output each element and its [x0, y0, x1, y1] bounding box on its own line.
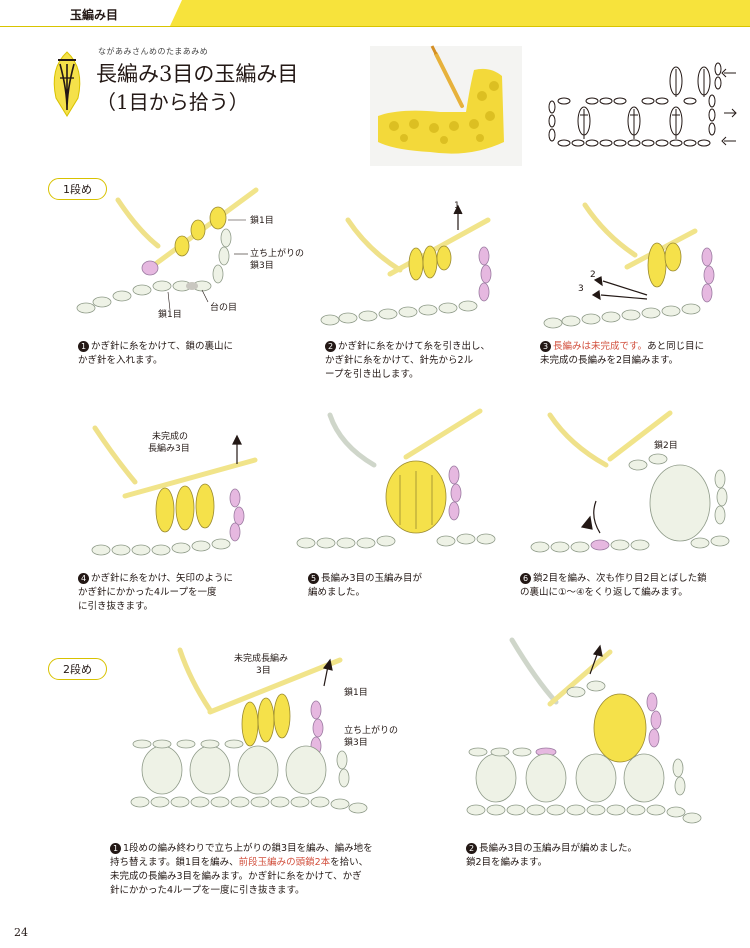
row2-step1-illustration — [130, 647, 368, 814]
row2-step2-illustration — [466, 637, 702, 824]
page-title: 長編み3目の玉編み目 — [96, 62, 299, 86]
row2-step1-label-turning-b: 鎖3目 — [344, 738, 368, 748]
header-bar — [0, 0, 750, 26]
step4-number: 4 — [78, 573, 89, 584]
step4-label-unfinished-b: 長編み3目 — [148, 444, 190, 454]
swatch-photo — [370, 45, 522, 166]
step1-label-chain1b: 鎖1目 — [158, 310, 182, 320]
row2-step1-label-chain1: 鎖1目 — [344, 688, 368, 698]
section-label: 玉編み目 — [70, 8, 119, 22]
page-number: 24 — [14, 926, 28, 939]
step1-label-turning-a: 立ち上がりの — [250, 249, 305, 259]
step4-label-unfinished-a: 未完成の — [152, 432, 189, 442]
step2-arrow-label: 1 — [454, 201, 460, 211]
title-ruby: ながあみさんめのたまあみめ — [98, 47, 209, 56]
step3-number: 3 — [540, 341, 551, 352]
stitch-chart — [548, 62, 737, 147]
step6-number: 6 — [520, 573, 531, 584]
page-subtitle: （1目から拾う） — [96, 90, 249, 114]
step1-label-turning-b: 鎖3目 — [250, 261, 274, 271]
step6-illustration — [530, 410, 730, 553]
header-rule — [0, 26, 750, 27]
step1-illustration — [76, 187, 259, 314]
step3-illustration — [543, 202, 715, 329]
step1-label-chain1: 鎖1目 — [250, 216, 274, 226]
row2-step1-label-turning-a: 立ち上がりの — [344, 726, 399, 736]
step2-number: 2 — [325, 341, 336, 352]
row2-label: 2段め — [48, 658, 107, 680]
step2-illustration — [320, 204, 492, 326]
step4-illustration — [91, 425, 258, 556]
step5-illustration — [296, 408, 496, 549]
row1-label: 1段め — [48, 178, 107, 200]
puff-stitch-symbol-icon — [53, 51, 81, 117]
step3-arrow2-label: 2 — [590, 270, 596, 280]
step5-number: 5 — [308, 573, 319, 584]
step6-label-chain2: 鎖2目 — [654, 441, 678, 451]
step1-label-base: 台の目 — [210, 303, 238, 313]
step3-arrow3-label: 3 — [578, 284, 584, 294]
row2-step1-label-unfinished-b: 3目 — [256, 666, 271, 676]
row2-step1-number: 1 — [110, 843, 121, 854]
row2-step2-number: 2 — [466, 843, 477, 854]
row2-step1-label-unfinished-a: 未完成長編み — [234, 654, 289, 664]
step1-number: 1 — [78, 341, 89, 352]
